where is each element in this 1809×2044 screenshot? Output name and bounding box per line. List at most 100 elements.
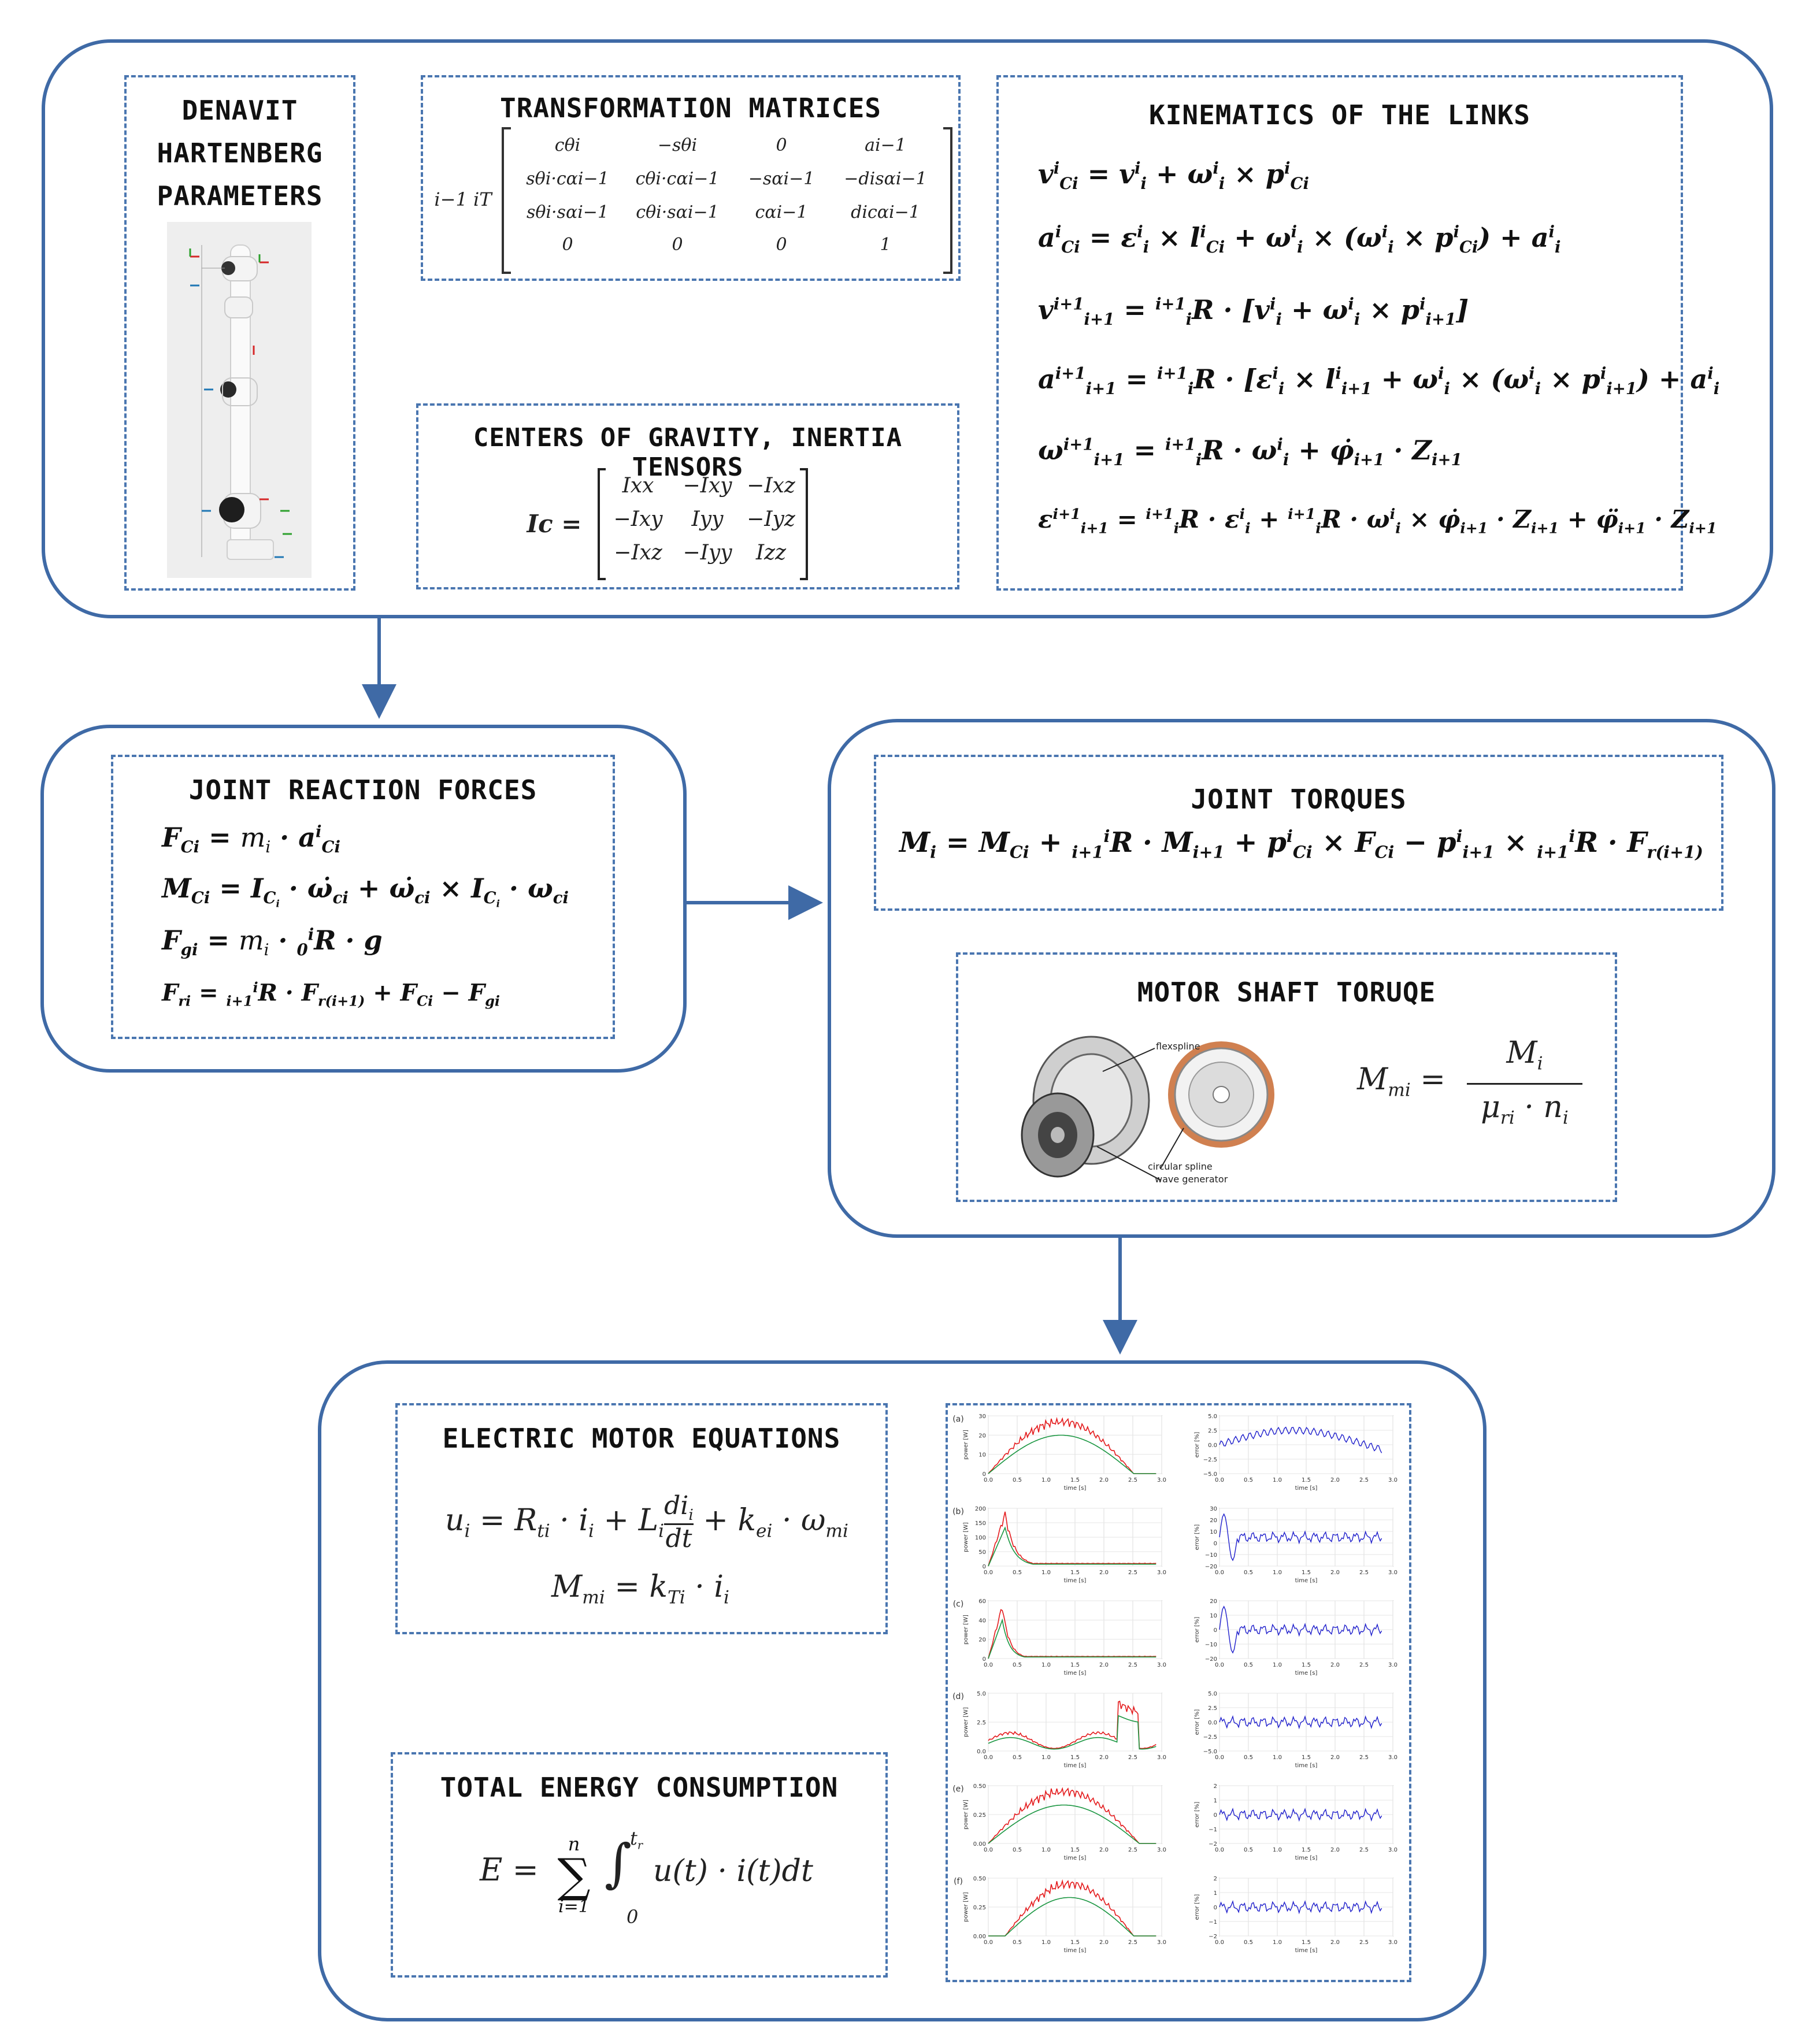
x-tick: 0.5 bbox=[1013, 1662, 1022, 1668]
measured-power-line bbox=[988, 1787, 1156, 1844]
y-tick: −10 bbox=[1205, 1642, 1217, 1648]
x-tick: 2.5 bbox=[1359, 1939, 1369, 1946]
x-tick: 0.5 bbox=[1013, 1847, 1022, 1853]
y-tick: −5.0 bbox=[1203, 1471, 1217, 1478]
y-tick: 20 bbox=[1210, 1598, 1217, 1605]
joint-torques-box: JOINT TORQUES Mi = MCi + i+1iR · Mi+1 + … bbox=[874, 755, 1723, 911]
tm-cell: dicαi−1 bbox=[851, 202, 920, 222]
x-label: time [s] bbox=[1064, 1485, 1087, 1492]
x-tick: 2.5 bbox=[1359, 1477, 1369, 1483]
cg-cell: Izz bbox=[755, 541, 787, 565]
x-tick: 3.0 bbox=[1157, 1477, 1166, 1483]
tm-cell: 1 bbox=[880, 235, 891, 255]
y-tick: 200 bbox=[975, 1506, 986, 1512]
x-tick: 0.5 bbox=[1244, 1570, 1253, 1576]
y-tick: −2.5 bbox=[1203, 1457, 1217, 1463]
measured-power-line bbox=[988, 1879, 1156, 1937]
panel-label-e: (e) bbox=[952, 1785, 964, 1794]
dh-title-line3: PARAMETERS bbox=[157, 180, 323, 212]
x-tick: 0.5 bbox=[1013, 1570, 1022, 1576]
x-tick: 2.5 bbox=[1359, 1847, 1369, 1853]
y-tick: 0.0 bbox=[1208, 1720, 1217, 1726]
y-tick: 0 bbox=[983, 1656, 986, 1663]
y-label: error [%] bbox=[1194, 1802, 1200, 1828]
x-label: time [s] bbox=[1295, 1485, 1318, 1492]
tm-cell: cαi−1 bbox=[755, 202, 808, 222]
y-tick: 40 bbox=[978, 1618, 986, 1624]
x-tick: 2.0 bbox=[1330, 1477, 1340, 1483]
cg-lhs: Ic = bbox=[527, 510, 582, 538]
y-tick: 1 bbox=[1214, 1798, 1217, 1804]
x-tick: 0.0 bbox=[1215, 1662, 1224, 1668]
model-power-line bbox=[988, 1804, 1156, 1844]
tm-cell: 0 bbox=[672, 235, 683, 255]
error-line bbox=[1219, 1715, 1382, 1730]
cg-cell: −Ixy bbox=[683, 474, 732, 498]
jrf-eq-mci: MCi = ICi · ω̇ci + ω̇ci × ICi · ωci bbox=[162, 873, 569, 910]
y-label: error [%] bbox=[1194, 1894, 1200, 1920]
cg-title: CENTERS OF GRAVITY, INERTIA TENSORS bbox=[473, 423, 903, 482]
x-tick: 1.0 bbox=[1273, 1570, 1282, 1576]
y-tick: 20 bbox=[978, 1637, 986, 1644]
x-tick: 3.0 bbox=[1157, 1754, 1166, 1761]
y-label: power [W] bbox=[963, 1892, 969, 1922]
y-tick: 30 bbox=[978, 1414, 986, 1420]
x-tick: 0.0 bbox=[984, 1939, 993, 1946]
harmonic-drive-image: flexspline circular spline wave generato… bbox=[1021, 1036, 1274, 1185]
x-tick: 0.0 bbox=[1215, 1477, 1224, 1483]
mst-eq-den: μri · ni bbox=[1481, 1090, 1569, 1129]
y-label: error [%] bbox=[1194, 1432, 1200, 1458]
cg-cell: −Ixz bbox=[747, 474, 795, 498]
y-tick: 5.0 bbox=[1208, 1414, 1217, 1420]
x-label: time [s] bbox=[1295, 1578, 1318, 1584]
x-tick: 1.0 bbox=[1041, 1570, 1051, 1576]
x-tick: 3.0 bbox=[1157, 1847, 1166, 1853]
x-tick: 2.0 bbox=[1099, 1570, 1109, 1576]
x-tick: 3.0 bbox=[1388, 1754, 1397, 1761]
x-tick: 0.5 bbox=[1244, 1477, 1253, 1483]
x-tick: 0.0 bbox=[984, 1477, 993, 1483]
x-tick: 1.0 bbox=[1273, 1939, 1282, 1946]
y-tick: 0.50 bbox=[973, 1783, 986, 1790]
y-label: error [%] bbox=[1194, 1709, 1200, 1735]
x-tick: 1.5 bbox=[1070, 1939, 1080, 1946]
measured-power-line bbox=[988, 1416, 1156, 1474]
x-tick: 0.5 bbox=[1244, 1939, 1253, 1946]
kin-eq-velocity-com: viCi = vii + ωii × piCi bbox=[1038, 158, 1309, 194]
y-tick: −1 bbox=[1209, 1919, 1217, 1926]
model-power-line bbox=[988, 1897, 1156, 1937]
y-tick: −2 bbox=[1209, 1841, 1217, 1848]
tm-cell: −sαi−1 bbox=[748, 169, 815, 189]
x-tick: 1.5 bbox=[1070, 1570, 1080, 1576]
x-tick: 1.0 bbox=[1041, 1939, 1051, 1946]
y-tick: 5.0 bbox=[1208, 1691, 1217, 1697]
y-label: power [W] bbox=[963, 1800, 969, 1830]
y-tick: −1 bbox=[1209, 1827, 1217, 1833]
y-tick: 20 bbox=[978, 1433, 986, 1439]
y-tick: 150 bbox=[975, 1520, 986, 1527]
y-label: error [%] bbox=[1194, 1524, 1200, 1550]
y-tick: 2.5 bbox=[1208, 1428, 1217, 1434]
y-label: power [W] bbox=[963, 1707, 969, 1737]
x-label: time [s] bbox=[1064, 1578, 1087, 1584]
x-tick: 2.5 bbox=[1128, 1662, 1137, 1668]
y-label: power [W] bbox=[963, 1430, 969, 1460]
y-tick: −10 bbox=[1205, 1552, 1217, 1559]
panel-label-b: (b) bbox=[952, 1507, 964, 1516]
y-tick: −5.0 bbox=[1203, 1749, 1217, 1755]
x-tick: 0.0 bbox=[1215, 1847, 1224, 1853]
tec-integrand: u(t) · i(t)dt bbox=[653, 1854, 813, 1889]
eme-eq-torque: Mmi = kTi · ii bbox=[551, 1570, 729, 1608]
panel-label-f: (f) bbox=[954, 1877, 963, 1886]
tec-eq: E = bbox=[480, 1852, 539, 1888]
y-tick: 10 bbox=[1210, 1529, 1217, 1535]
tec-integral: ∫ bbox=[605, 1833, 632, 1894]
mst-title: MOTOR SHAFT TORUQE bbox=[1137, 977, 1436, 1008]
y-tick: 0 bbox=[1214, 1812, 1217, 1819]
motor-shaft-torque-box: MOTOR SHAFT TORUQE flexspline circular s… bbox=[956, 952, 1617, 1202]
tm-cell: −disαi−1 bbox=[844, 169, 927, 189]
y-tick: 0.25 bbox=[973, 1905, 986, 1911]
